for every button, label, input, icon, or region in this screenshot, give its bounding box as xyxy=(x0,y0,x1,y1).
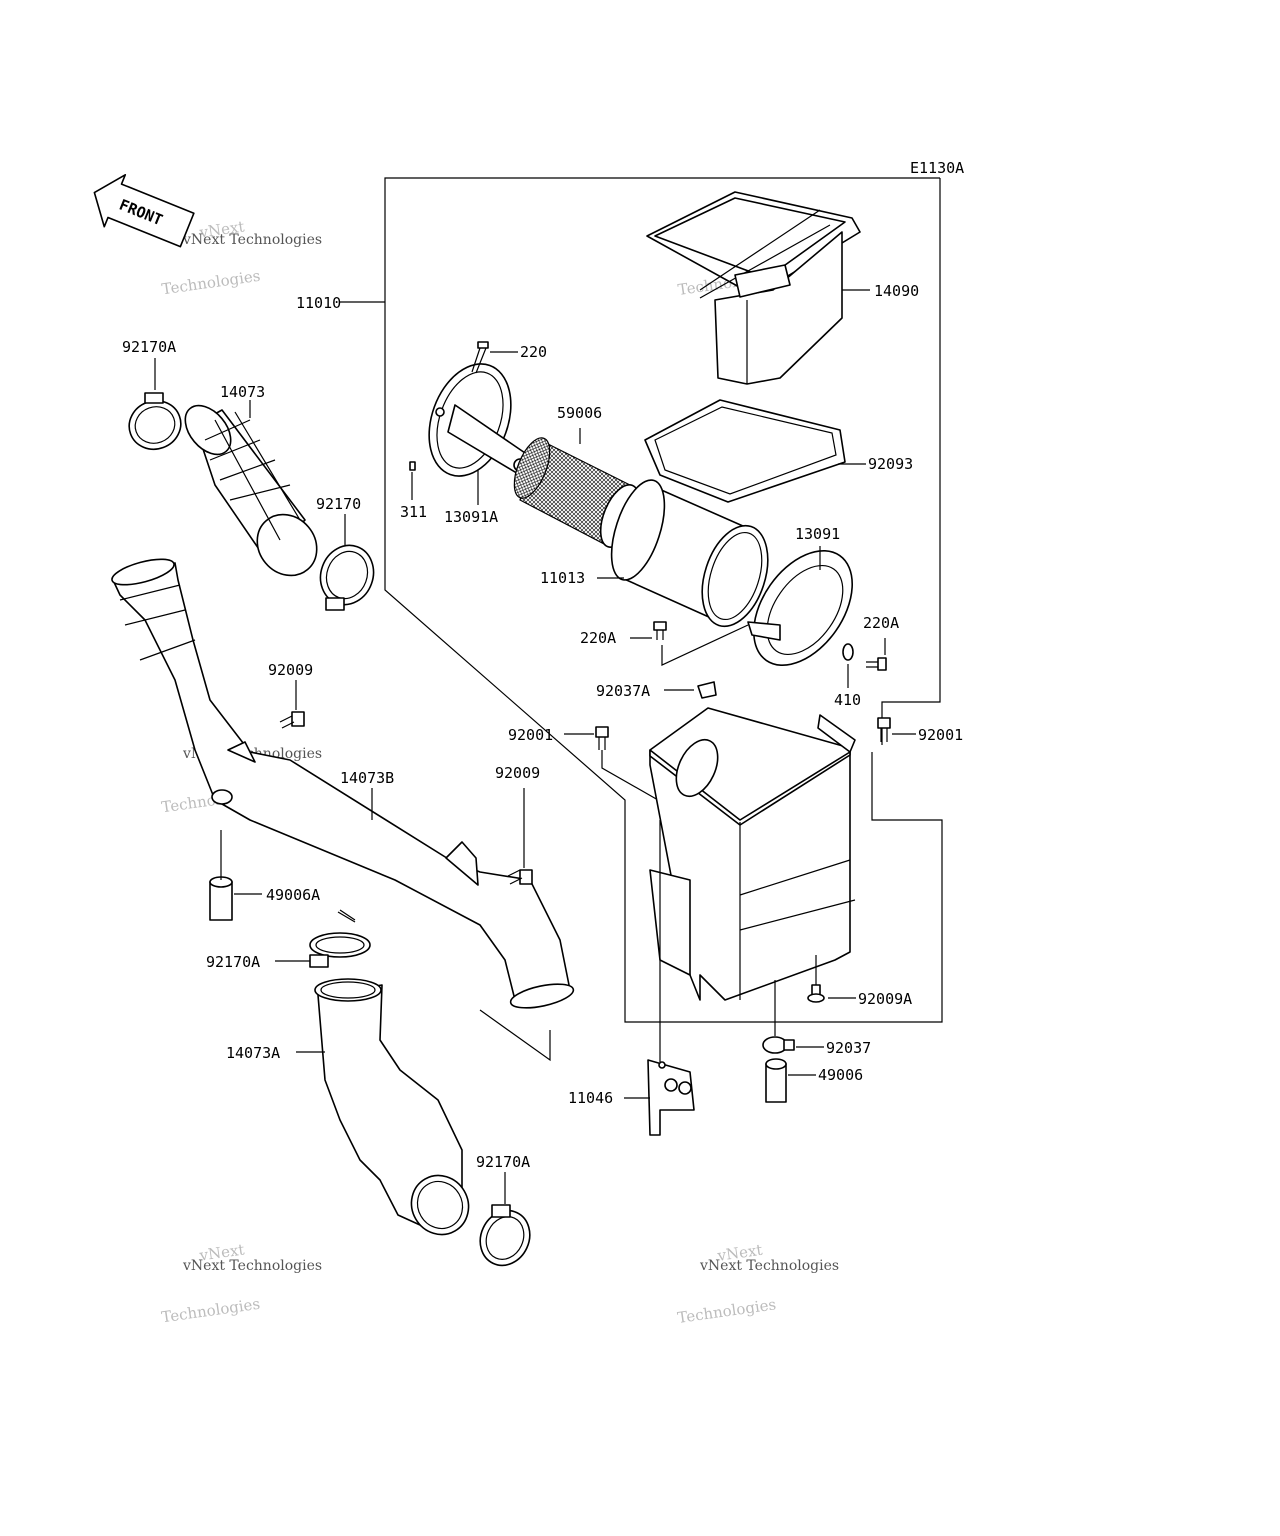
svg-text:vNext Technologies: vNext Technologies xyxy=(182,232,322,248)
bolt-92009-top xyxy=(279,711,305,729)
label-13091: 13091 xyxy=(795,525,840,543)
svg-text:Technologies: Technologies xyxy=(676,1295,777,1327)
label-11013: 11013 xyxy=(540,569,585,587)
clamp-92170A-mid xyxy=(309,932,371,968)
washer-410 xyxy=(842,643,854,661)
label-11046: 11046 xyxy=(568,1089,613,1107)
label-92093: 92093 xyxy=(868,455,913,473)
svg-text:Technologies: Technologies xyxy=(161,267,262,299)
filter-cover-13091 xyxy=(747,549,854,667)
watermark-bottom-left: vNext vNext Technologies Technologies xyxy=(160,1240,322,1326)
label-92037: 92037 xyxy=(826,1039,871,1057)
label-92009-top: 92009 xyxy=(268,661,313,679)
label-14073A: 14073A xyxy=(226,1044,280,1062)
bolt-92001-left xyxy=(595,726,609,750)
label-14073: 14073 xyxy=(220,383,265,401)
intake-duct-14073 xyxy=(184,404,318,577)
svg-text:Technologies: Technologies xyxy=(160,1295,261,1327)
filter-element-11013 xyxy=(610,479,769,628)
gasket-92093 xyxy=(644,399,846,503)
diagram-code: E1130A xyxy=(910,159,964,177)
label-92170: 92170 xyxy=(316,495,361,513)
screw-220 xyxy=(471,341,489,374)
screw-220A-left xyxy=(653,621,667,640)
front-arrow-icon: FRONT xyxy=(93,174,195,248)
bolt-92009-mid xyxy=(507,869,533,885)
bolt-92009A xyxy=(807,984,825,1003)
screw-220A-right xyxy=(866,657,887,671)
airbox-case xyxy=(649,707,856,1001)
svg-text:vNext Technologies: vNext Technologies xyxy=(182,1258,322,1274)
label-14090: 14090 xyxy=(874,282,919,300)
label-92170A-top: 92170A xyxy=(122,338,176,356)
filter-holder-13091A xyxy=(428,363,529,477)
label-49006: 49006 xyxy=(818,1066,863,1084)
label-311: 311 xyxy=(400,503,427,521)
label-220: 220 xyxy=(520,343,547,361)
airbox-cover-14090 xyxy=(646,191,861,385)
label-92170A-mid: 92170A xyxy=(206,953,260,971)
clamp-92170A-top xyxy=(128,392,182,451)
label-92001-right: 92001 xyxy=(918,726,963,744)
tube-49006 xyxy=(765,1058,787,1103)
label-92170A-bottom: 92170A xyxy=(476,1153,530,1171)
svg-text:vNext Technologies: vNext Technologies xyxy=(699,1258,839,1274)
pin-311 xyxy=(409,461,416,471)
tube-49006A xyxy=(209,876,233,921)
label-49006A: 49006A xyxy=(266,886,320,904)
label-13091A: 13091A xyxy=(444,508,498,526)
label-92009A: 92009A xyxy=(858,990,912,1008)
bracket-11046 xyxy=(647,1059,695,1136)
label-220A-right: 220A xyxy=(863,614,899,632)
clamp-92037 xyxy=(762,1036,795,1054)
label-220A-left: 220A xyxy=(580,629,616,647)
clamp-92170 xyxy=(319,544,375,611)
label-59006: 59006 xyxy=(557,404,602,422)
duct-14073A xyxy=(314,978,470,1236)
label-92001-left: 92001 xyxy=(508,726,553,744)
label-410: 410 xyxy=(834,691,861,709)
part-labels: 11010 14090 220 59006 92093 311 13091A 1… xyxy=(122,282,963,1171)
clip-92037A xyxy=(697,681,717,699)
watermark-bottom-right: vNext vNext Technologies Technologies xyxy=(676,1241,839,1327)
duct-14073B xyxy=(111,558,575,1062)
clamp-92170A-bottom xyxy=(479,1204,531,1267)
label-92037A: 92037A xyxy=(596,682,650,700)
label-11010: 11010 xyxy=(296,294,341,312)
label-14073B: 14073B xyxy=(340,769,394,787)
bolt-92001-right xyxy=(877,717,891,742)
label-92009-mid: 92009 xyxy=(495,764,540,782)
